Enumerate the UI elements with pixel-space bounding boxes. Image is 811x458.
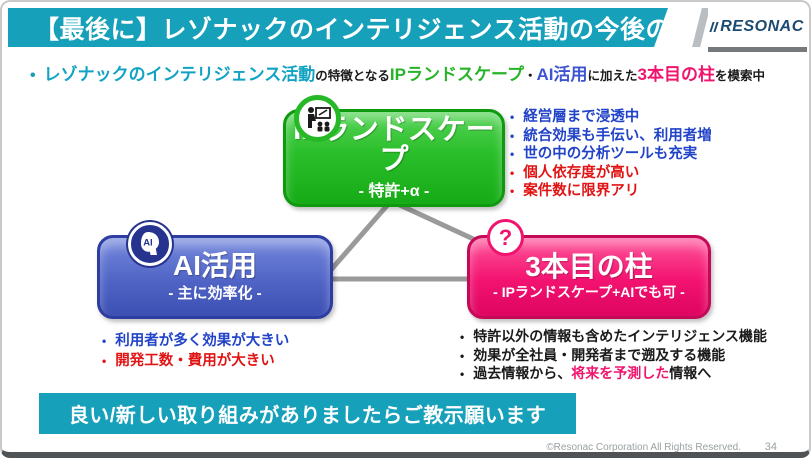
list-item: •効果が全社員・開発者まで遡及する機能 <box>460 346 726 363</box>
intro-ip-landscape: IPランドスケープ <box>389 65 524 84</box>
list-item: •世の中の分析ツールも充実 <box>510 146 698 163</box>
list-item: •利用者が多く効果が大きい <box>102 333 290 349</box>
svg-text:AI: AI <box>143 238 153 249</box>
ip-notes-list: •経営層まで浸透中 •統合効果も手伝い、利用者増 •世の中の分析ツールも充実 •… <box>510 108 712 201</box>
intro-lead: レゾナックのインテリジェンス活動 <box>43 65 316 84</box>
callout-bar: 良い/新しい取り組みがありましたらご教示願います <box>39 393 576 434</box>
box-ai-title: AI活用 <box>172 250 257 282</box>
slide-title: 【最後に】レゾナックのインテリジェンス活動の今後の想い <box>34 15 723 44</box>
intro-glue1: の特徴となる <box>315 69 390 83</box>
slide-title-bar: 【最後に】レゾナックのインテリジェンス活動の今後の想い <box>8 8 668 47</box>
ai-notes-list: •利用者が多く効果が大きい •開発工数・費用が大きい <box>102 331 289 371</box>
intro-bullet: • <box>30 67 36 84</box>
list-item: •開発工数・費用が大きい <box>102 353 275 369</box>
list-item: •経営層まで浸透中 <box>510 109 640 125</box>
box-pillar-title: 3本目の柱 <box>525 250 653 282</box>
box-ai-subtitle: - 主に効率化 - <box>168 284 262 302</box>
intro-separator: ・ <box>523 69 537 83</box>
intro-line: • レゾナックのインテリジェンス活動 の特徴となる IPランドスケープ ・ AI… <box>30 60 765 85</box>
copyright-text: ©Resonac Corporation All Rights Reserved… <box>546 442 741 453</box>
pillar-notes-list: •特許以外の情報も含めたインテリジェンス機能 •効果が全社員・開発者まで遡及する… <box>460 328 767 384</box>
intro-glue2: に加えた <box>587 69 638 83</box>
intro-tail: を模索中 <box>714 69 765 83</box>
box-ip-subtitle: - 特許+α - <box>358 183 430 201</box>
question-badge-label: ? <box>498 224 513 250</box>
highlighted-text: 将来を予測した <box>571 365 670 382</box>
list-item: •過去情報から、将来を予測した情報へ <box>460 365 712 382</box>
box-pillar-subtitle: - IPランドスケープ+AIでも可 - <box>493 284 685 301</box>
intro-ai: AI活用 <box>536 65 588 84</box>
list-item: •個人依存度が高い <box>510 164 640 181</box>
question-icon: ? <box>487 219 524 256</box>
resonac-logo: RESONAC <box>708 6 807 52</box>
page-number: 34 <box>764 441 777 453</box>
list-item: •統合効果も手伝い、利用者増 <box>510 127 712 144</box>
ai-head-icon: AI <box>128 222 172 266</box>
list-item: •特許以外の情報も含めたインテリジェンス機能 <box>460 328 767 344</box>
intro-third-pillar: 3本目の柱 <box>637 65 715 84</box>
presentation-icon <box>294 95 341 142</box>
list-item: •案件数に限界アリ <box>510 183 640 200</box>
resonac-logo-text: RESONAC <box>720 17 804 35</box>
callout-text: 良い/新しい取り組みがありましたらご教示願います <box>68 405 547 427</box>
